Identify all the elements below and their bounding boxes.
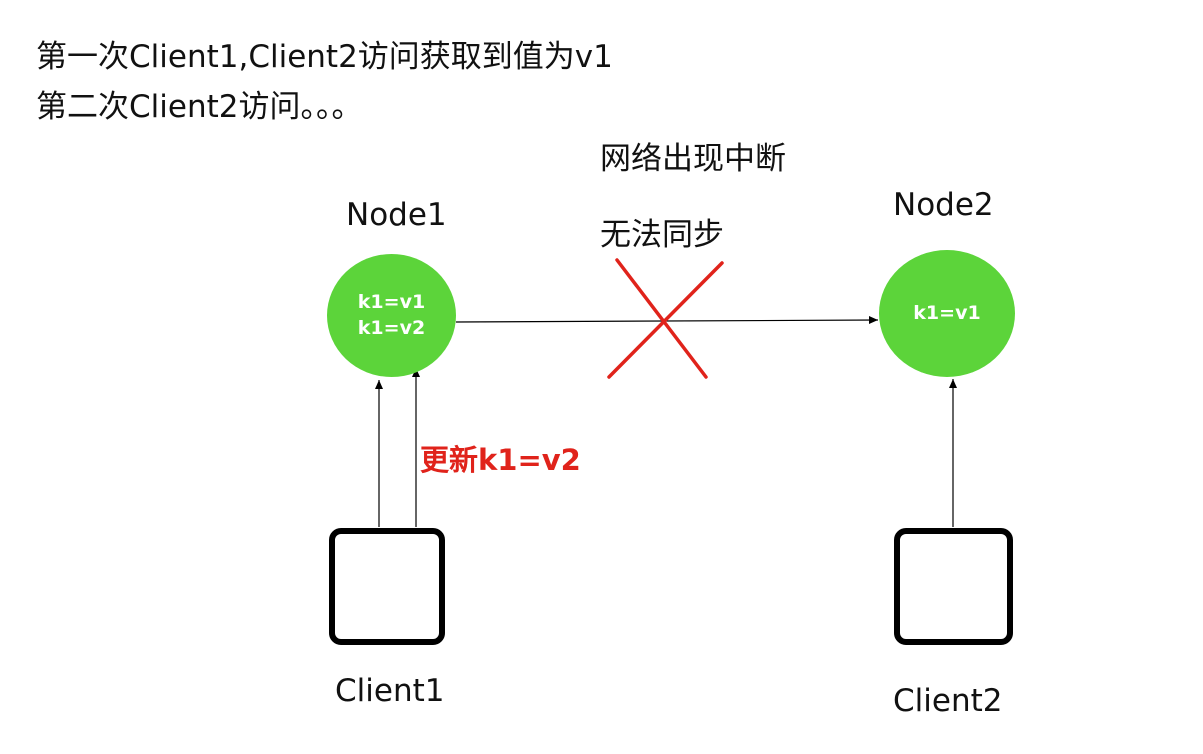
node2-value-1: k1=v1 [913, 301, 981, 324]
replication-arrow [455, 316, 879, 325]
client1-label: Client1 [335, 673, 445, 709]
client1-box-icon [329, 528, 445, 645]
client2-box-icon [894, 528, 1013, 645]
node1-value-2: k1=v2 [357, 316, 426, 339]
partition-caption-line-1: 网络出现中断 [600, 141, 786, 177]
node1-value-1: k1=v1 [357, 290, 426, 313]
node2-circle: k1=v1 [879, 250, 1015, 377]
node1-circle: k1=v1 k1=v2 [327, 254, 456, 377]
partition-caption-line-2: 无法同步 [600, 217, 724, 253]
heading-line-1: 第一次Client1,Client2访问获取到值为v1 [36, 39, 613, 75]
node2-label: Node2 [893, 187, 994, 223]
heading-line-2: 第二次Client2访问。。。 [36, 89, 363, 125]
client2-label: Client2 [893, 683, 1003, 719]
node1-label: Node1 [346, 197, 447, 233]
update-label: 更新k1=v2 [420, 443, 581, 477]
red-x-cross-icon [607, 258, 724, 379]
